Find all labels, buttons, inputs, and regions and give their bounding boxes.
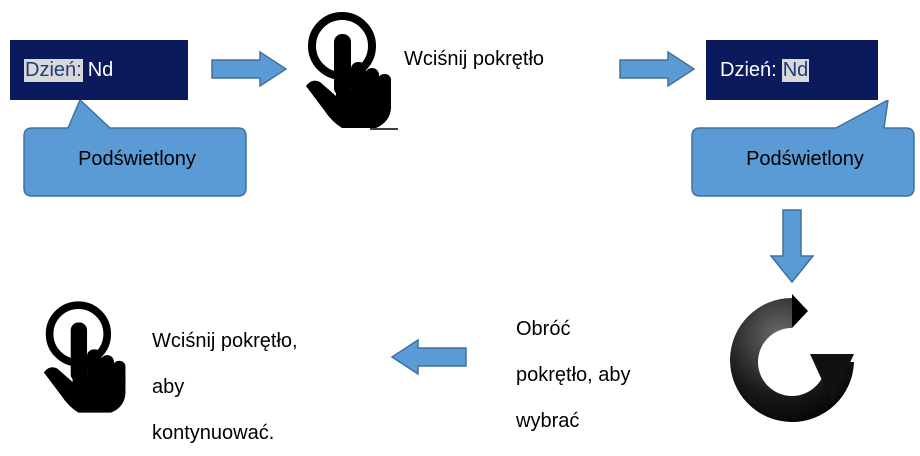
rotate-icon (730, 294, 854, 422)
arrow-left (390, 338, 467, 376)
arrow-right-2 (619, 50, 696, 88)
callout-2-label: Podświetlony (746, 148, 864, 170)
finger-press-icon (306, 12, 398, 130)
instruction-rotate-knob: Obróć pokrętło, aby wybrać (516, 306, 696, 444)
display-panel-1: Dzień: Nd (10, 40, 188, 100)
callout-1-label: Podświetlony (78, 148, 196, 170)
instruction-press-knob: Wciśnij pokrętło (404, 48, 545, 70)
rotate-line-2: pokrętło, aby (516, 364, 631, 386)
continue-line-2: aby (152, 376, 185, 398)
display-panel-2: Dzień: Nd (706, 40, 878, 100)
callout-1 (23, 100, 247, 197)
continue-line-3: kontynuować. (152, 422, 275, 444)
rotate-line-3: wybrać (516, 410, 580, 432)
callout-2 (691, 100, 915, 197)
rotate-line-1: Obróć (516, 318, 571, 340)
display-label: Dzień: (720, 58, 777, 81)
arrow-right-1 (211, 50, 288, 88)
arrow-down (769, 209, 815, 284)
finger-press-icon (43, 301, 126, 413)
instruction-press-continue: Wciśnij pokrętło, aby kontynuować. (152, 318, 372, 456)
continue-line-1: Wciśnij pokrętło, (152, 330, 298, 352)
display-value: Nd (87, 58, 114, 81)
display-label-highlighted: Dzień: (24, 58, 83, 82)
display-value-highlighted: Nd (781, 58, 810, 82)
